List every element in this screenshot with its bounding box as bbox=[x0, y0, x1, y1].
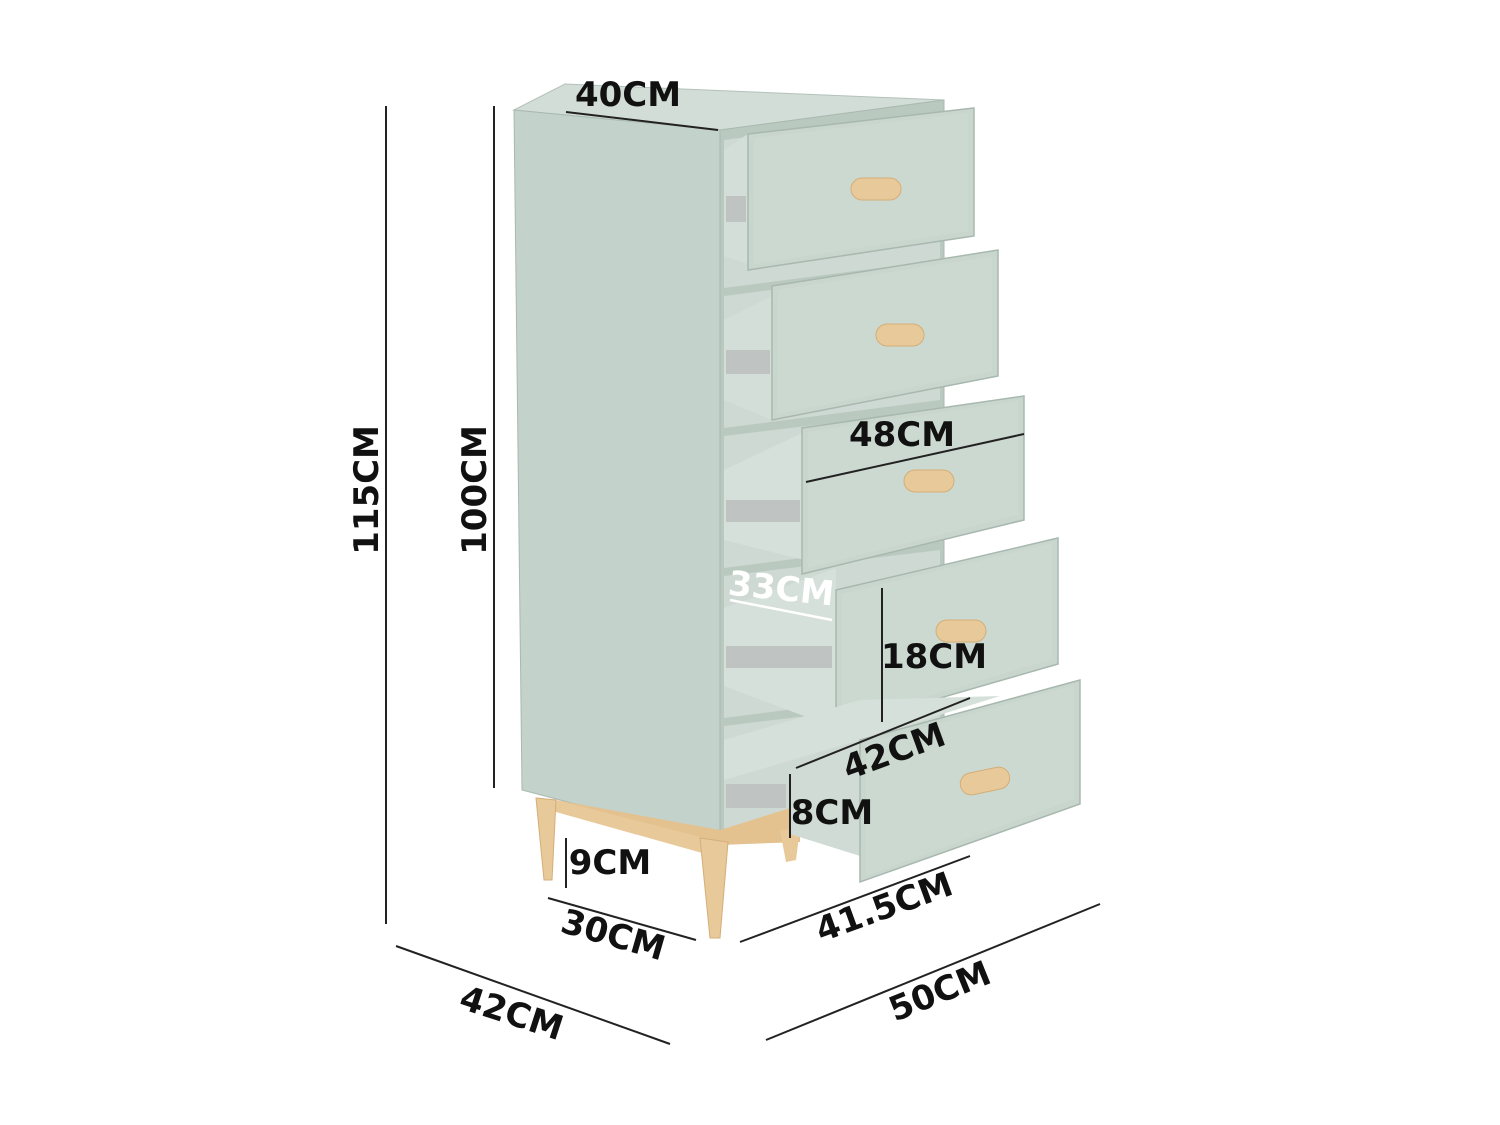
inner-height-label: 8CM bbox=[791, 793, 873, 833]
leg-height-label: 9CM bbox=[569, 843, 651, 883]
drawer-width-label: 48CM bbox=[849, 415, 955, 455]
drawer-3-inside bbox=[724, 432, 804, 560]
side-depth-line bbox=[395, 945, 671, 1045]
drawer-4-rail bbox=[726, 646, 832, 668]
body-height-label: 100CM bbox=[455, 425, 495, 555]
drawer-4[interactable] bbox=[724, 537, 1059, 729]
base-rail-front bbox=[556, 800, 720, 858]
top-width-label: 40CM bbox=[575, 75, 681, 115]
drawer-3-handle[interactable] bbox=[903, 469, 955, 493]
drawer-height-label: 18CM bbox=[881, 637, 987, 677]
drawer-3-rail bbox=[726, 500, 800, 522]
drawer-5[interactable] bbox=[724, 679, 1081, 884]
drawer-width-line bbox=[805, 433, 1025, 483]
drawer-3[interactable] bbox=[724, 395, 1025, 575]
leg-right bbox=[780, 828, 800, 862]
drawer-depth-line bbox=[795, 697, 971, 769]
cabinet-side bbox=[513, 109, 721, 843]
base-apron bbox=[556, 800, 800, 845]
drawer-5-side-wall bbox=[790, 740, 860, 856]
drawer-4-handle[interactable] bbox=[935, 619, 987, 643]
overall-depth-label: 50CM bbox=[883, 953, 996, 1030]
base-width-line bbox=[547, 897, 697, 941]
top-width-line bbox=[565, 111, 719, 131]
base-depth-label: 41.5CM bbox=[810, 864, 958, 950]
drawer-inner-width-line bbox=[729, 598, 833, 622]
drawer-5-rail bbox=[726, 784, 786, 808]
base-depth-line bbox=[739, 855, 971, 943]
wood-base bbox=[535, 797, 800, 939]
side-depth-label: 42CM bbox=[455, 978, 568, 1049]
total-height-label: 115CM bbox=[347, 425, 387, 555]
drawer-2[interactable] bbox=[724, 249, 999, 421]
base-width-label: 30CM bbox=[557, 902, 670, 970]
drawer-5-handle[interactable] bbox=[958, 765, 1011, 797]
dimension-lines bbox=[385, 106, 1101, 1045]
drawer-1-rail bbox=[726, 196, 746, 222]
leg-back bbox=[535, 797, 557, 881]
drawer-1-handle[interactable] bbox=[850, 177, 902, 201]
overall-depth-line bbox=[765, 903, 1101, 1041]
drawer-2-rail bbox=[726, 350, 770, 374]
drawer-1[interactable] bbox=[724, 107, 975, 271]
drawer-2-handle[interactable] bbox=[875, 323, 925, 347]
drawer-5-inside bbox=[724, 696, 1000, 780]
leg-front bbox=[699, 837, 729, 939]
